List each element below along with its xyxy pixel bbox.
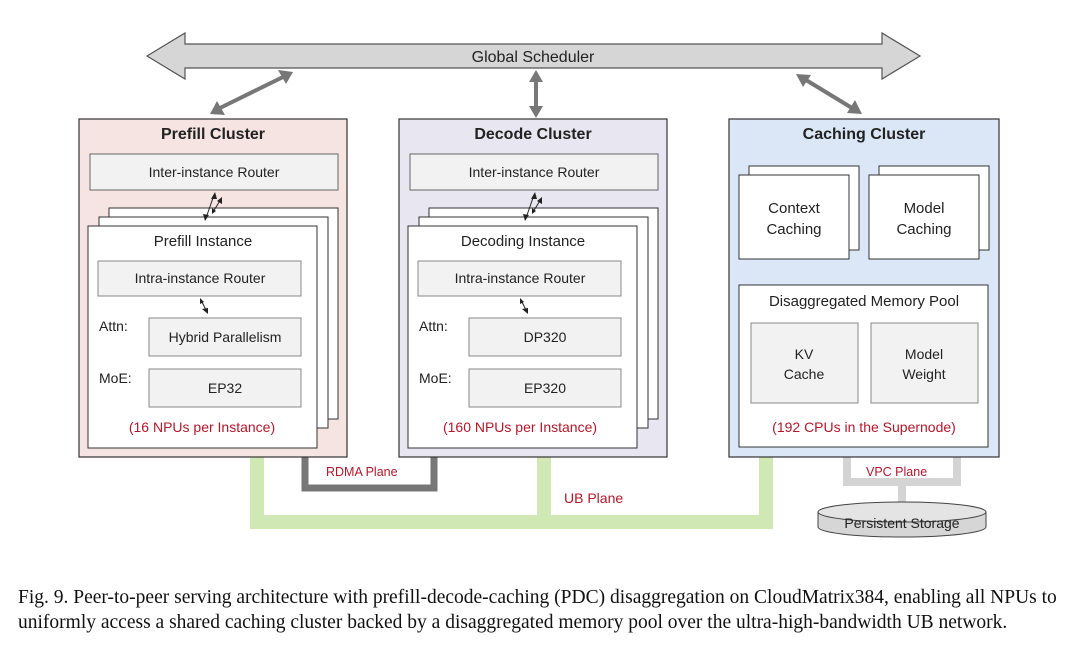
vpc-plane-label: VPC Plane bbox=[866, 465, 927, 479]
prefill-attn-box bbox=[148, 317, 302, 357]
context-caching-line1: Context bbox=[768, 200, 821, 217]
prefill-attn-value: Hybrid Parallelism bbox=[169, 329, 282, 345]
decode-cluster-title: Decode Cluster bbox=[474, 126, 591, 143]
caching-cpus-label: (192 CPUs in the Supernode) bbox=[772, 419, 956, 435]
global-scheduler-label: Global Scheduler bbox=[472, 49, 595, 66]
decode-moe-box bbox=[468, 368, 622, 408]
global-scheduler-arrow: Global Scheduler bbox=[145, 31, 922, 81]
kv-cache-box bbox=[750, 322, 859, 404]
model-weight-line2: Weight bbox=[902, 366, 945, 382]
context-caching-line2: Caching bbox=[766, 221, 821, 238]
caching-cluster-title: Caching Cluster bbox=[803, 126, 926, 143]
rdma-plane-label: RDMA Plane bbox=[326, 465, 398, 479]
prefill-intra-router bbox=[97, 260, 302, 297]
decode-inter-router-label: Inter-instance Router bbox=[469, 164, 600, 180]
ub-plane: UB Plane bbox=[250, 455, 773, 529]
prefill-inter-router-label: Inter-instance Router bbox=[149, 164, 280, 180]
decode-attn-box bbox=[468, 317, 622, 357]
prefill-cluster-title: Prefill Cluster bbox=[161, 126, 265, 143]
prefill-moe-value: EP32 bbox=[208, 380, 242, 396]
decode-inter-router bbox=[409, 153, 659, 191]
caching-cluster: Caching Cluster Context Caching Model Ca… bbox=[728, 118, 1000, 458]
arrow-scheduler-prefill bbox=[219, 75, 284, 110]
prefill-cluster: Prefill Cluster Inter-instance Router Pr… bbox=[78, 118, 348, 458]
architecture-diagram: Global Scheduler UB Plane RDMA Plane VPC… bbox=[78, 31, 1000, 538]
model-weight-line1: Model bbox=[905, 346, 943, 362]
decode-intra-arrows bbox=[520, 298, 528, 314]
persistent-storage: Persistent Storage bbox=[817, 501, 987, 538]
kv-cache-line1: KV bbox=[795, 346, 814, 362]
model-caching-line2: Caching bbox=[896, 221, 951, 238]
model-weight-box bbox=[870, 322, 979, 404]
vpc-plane: VPC Plane bbox=[843, 455, 961, 502]
decode-moe-value: EP320 bbox=[524, 380, 566, 396]
rdma-plane: RDMA Plane bbox=[301, 452, 438, 492]
persistent-storage-label: Persistent Storage bbox=[844, 515, 959, 531]
scheduler-arrows bbox=[210, 70, 862, 118]
arrow-scheduler-caching bbox=[804, 78, 854, 110]
prefill-npus-label: (16 NPUs per Instance) bbox=[129, 419, 275, 435]
decode-intra-router bbox=[417, 260, 622, 297]
decode-attn-label: Attn: bbox=[419, 318, 448, 334]
figure-caption: Fig. 9. Peer-to-peer serving architectur… bbox=[18, 587, 1057, 633]
prefill-instance-title: Prefill Instance bbox=[154, 233, 252, 250]
prefill-moe-label: MoE: bbox=[99, 370, 132, 386]
prefill-inter-router bbox=[89, 153, 339, 191]
decode-attn-value: DP320 bbox=[524, 329, 567, 345]
model-caching-box bbox=[868, 174, 980, 260]
decode-npus-label: (160 NPUs per Instance) bbox=[443, 419, 597, 435]
prefill-router-arrows bbox=[203, 192, 222, 221]
decoding-instance-title: Decoding Instance bbox=[461, 233, 585, 250]
context-caching-box bbox=[738, 174, 850, 260]
decode-intra-router-label: Intra-instance Router bbox=[455, 270, 586, 286]
decode-moe-label: MoE: bbox=[419, 370, 452, 386]
prefill-attn-label: Attn: bbox=[99, 318, 128, 334]
model-caching-line1: Model bbox=[904, 200, 945, 217]
ub-plane-label: UB Plane bbox=[564, 490, 623, 506]
prefill-moe-box bbox=[148, 368, 302, 408]
decode-cluster: Decode Cluster Inter-instance Router Dec… bbox=[398, 118, 668, 458]
memory-pool-title: Disaggregated Memory Pool bbox=[769, 293, 959, 310]
prefill-intra-arrows bbox=[200, 298, 208, 314]
kv-cache-line2: Cache bbox=[784, 366, 825, 382]
prefill-intra-router-label: Intra-instance Router bbox=[135, 270, 266, 286]
decode-router-arrows bbox=[523, 192, 542, 221]
